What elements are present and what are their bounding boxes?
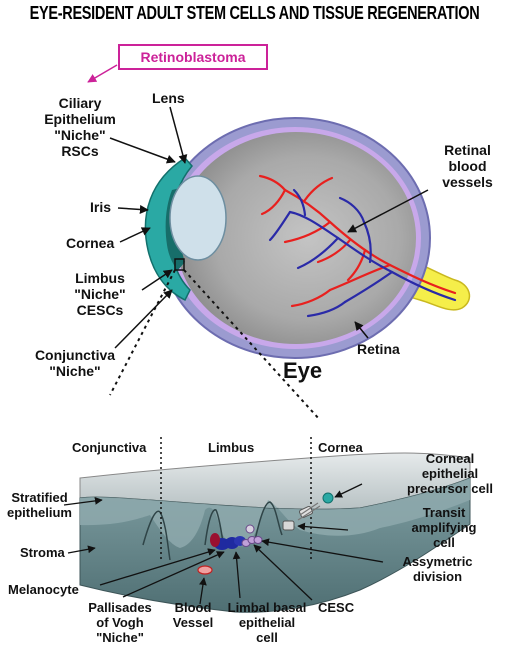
detail-cornea-label: Cornea [318,440,363,455]
differentiating-cells [297,502,321,521]
pallisades-label: Pallisades of Vogh "Niche" [88,600,152,645]
retinal-vessels-label: Retinal blood vessels [442,142,493,190]
retinoblastoma-arrow [87,64,118,83]
eyeball [176,132,416,344]
conjunctiva-niche-label: Conjunctiva "Niche" [34,347,116,379]
blood-vessel-label: Blood Vessel [172,600,214,630]
cesc-label: CESC [318,600,355,615]
eye-annotation-arrows [109,106,429,349]
cornea-label: Cornea [66,235,115,251]
retinal-veins [268,188,457,318]
lens-label: Lens [152,90,185,106]
assymetric-division-label: Assymetric division [402,554,473,584]
pallisade-ridge [142,510,171,561]
page-title: EYE-RESIDENT ADULT STEM CELLS AND TISSUE… [29,4,480,24]
pallisade-ridge [204,509,225,549]
detail-annotation-arrows [63,483,384,605]
blood-vessel [197,565,213,575]
transit-amplifying-label: Transit amplifying cell [411,505,477,550]
ciliary-epithelium-label: Ciliary Epithelium "Niche" RSCs [44,95,116,159]
iris-label: Iris [90,199,112,215]
limbus-box [174,258,185,271]
transit-amplifying-cell [282,520,295,531]
pallisade-ridge [254,501,283,541]
cesc-cells [241,524,263,547]
melanocyte-label: Melanocyte [8,582,79,597]
stroma-label: Stroma [20,545,65,560]
detail-limbus-label: Limbus [208,440,255,455]
detail-conjunctiva-label: Conjunctiva [72,440,147,455]
limbal-basal-label: Limbal basal epithelial cell [227,600,307,645]
zoom-line [183,269,321,421]
corneal-precursor-label: Corneal epithelial precursor cell [407,451,493,496]
limbal-basal-cells [210,533,246,550]
eye-label: Eye [283,358,323,383]
lens [169,175,227,261]
stratified-epithelium [80,478,470,548]
limbus-label: Limbus "Niche" CESCs [74,270,126,318]
stratified-epithelium-label: Stratified epithelium [6,490,72,520]
corneal-precursor-cell [322,492,334,504]
retinoblastoma-box: Retinoblastoma [118,44,268,70]
retina-label: Retina [357,341,400,357]
retinal-arteries [258,174,457,308]
